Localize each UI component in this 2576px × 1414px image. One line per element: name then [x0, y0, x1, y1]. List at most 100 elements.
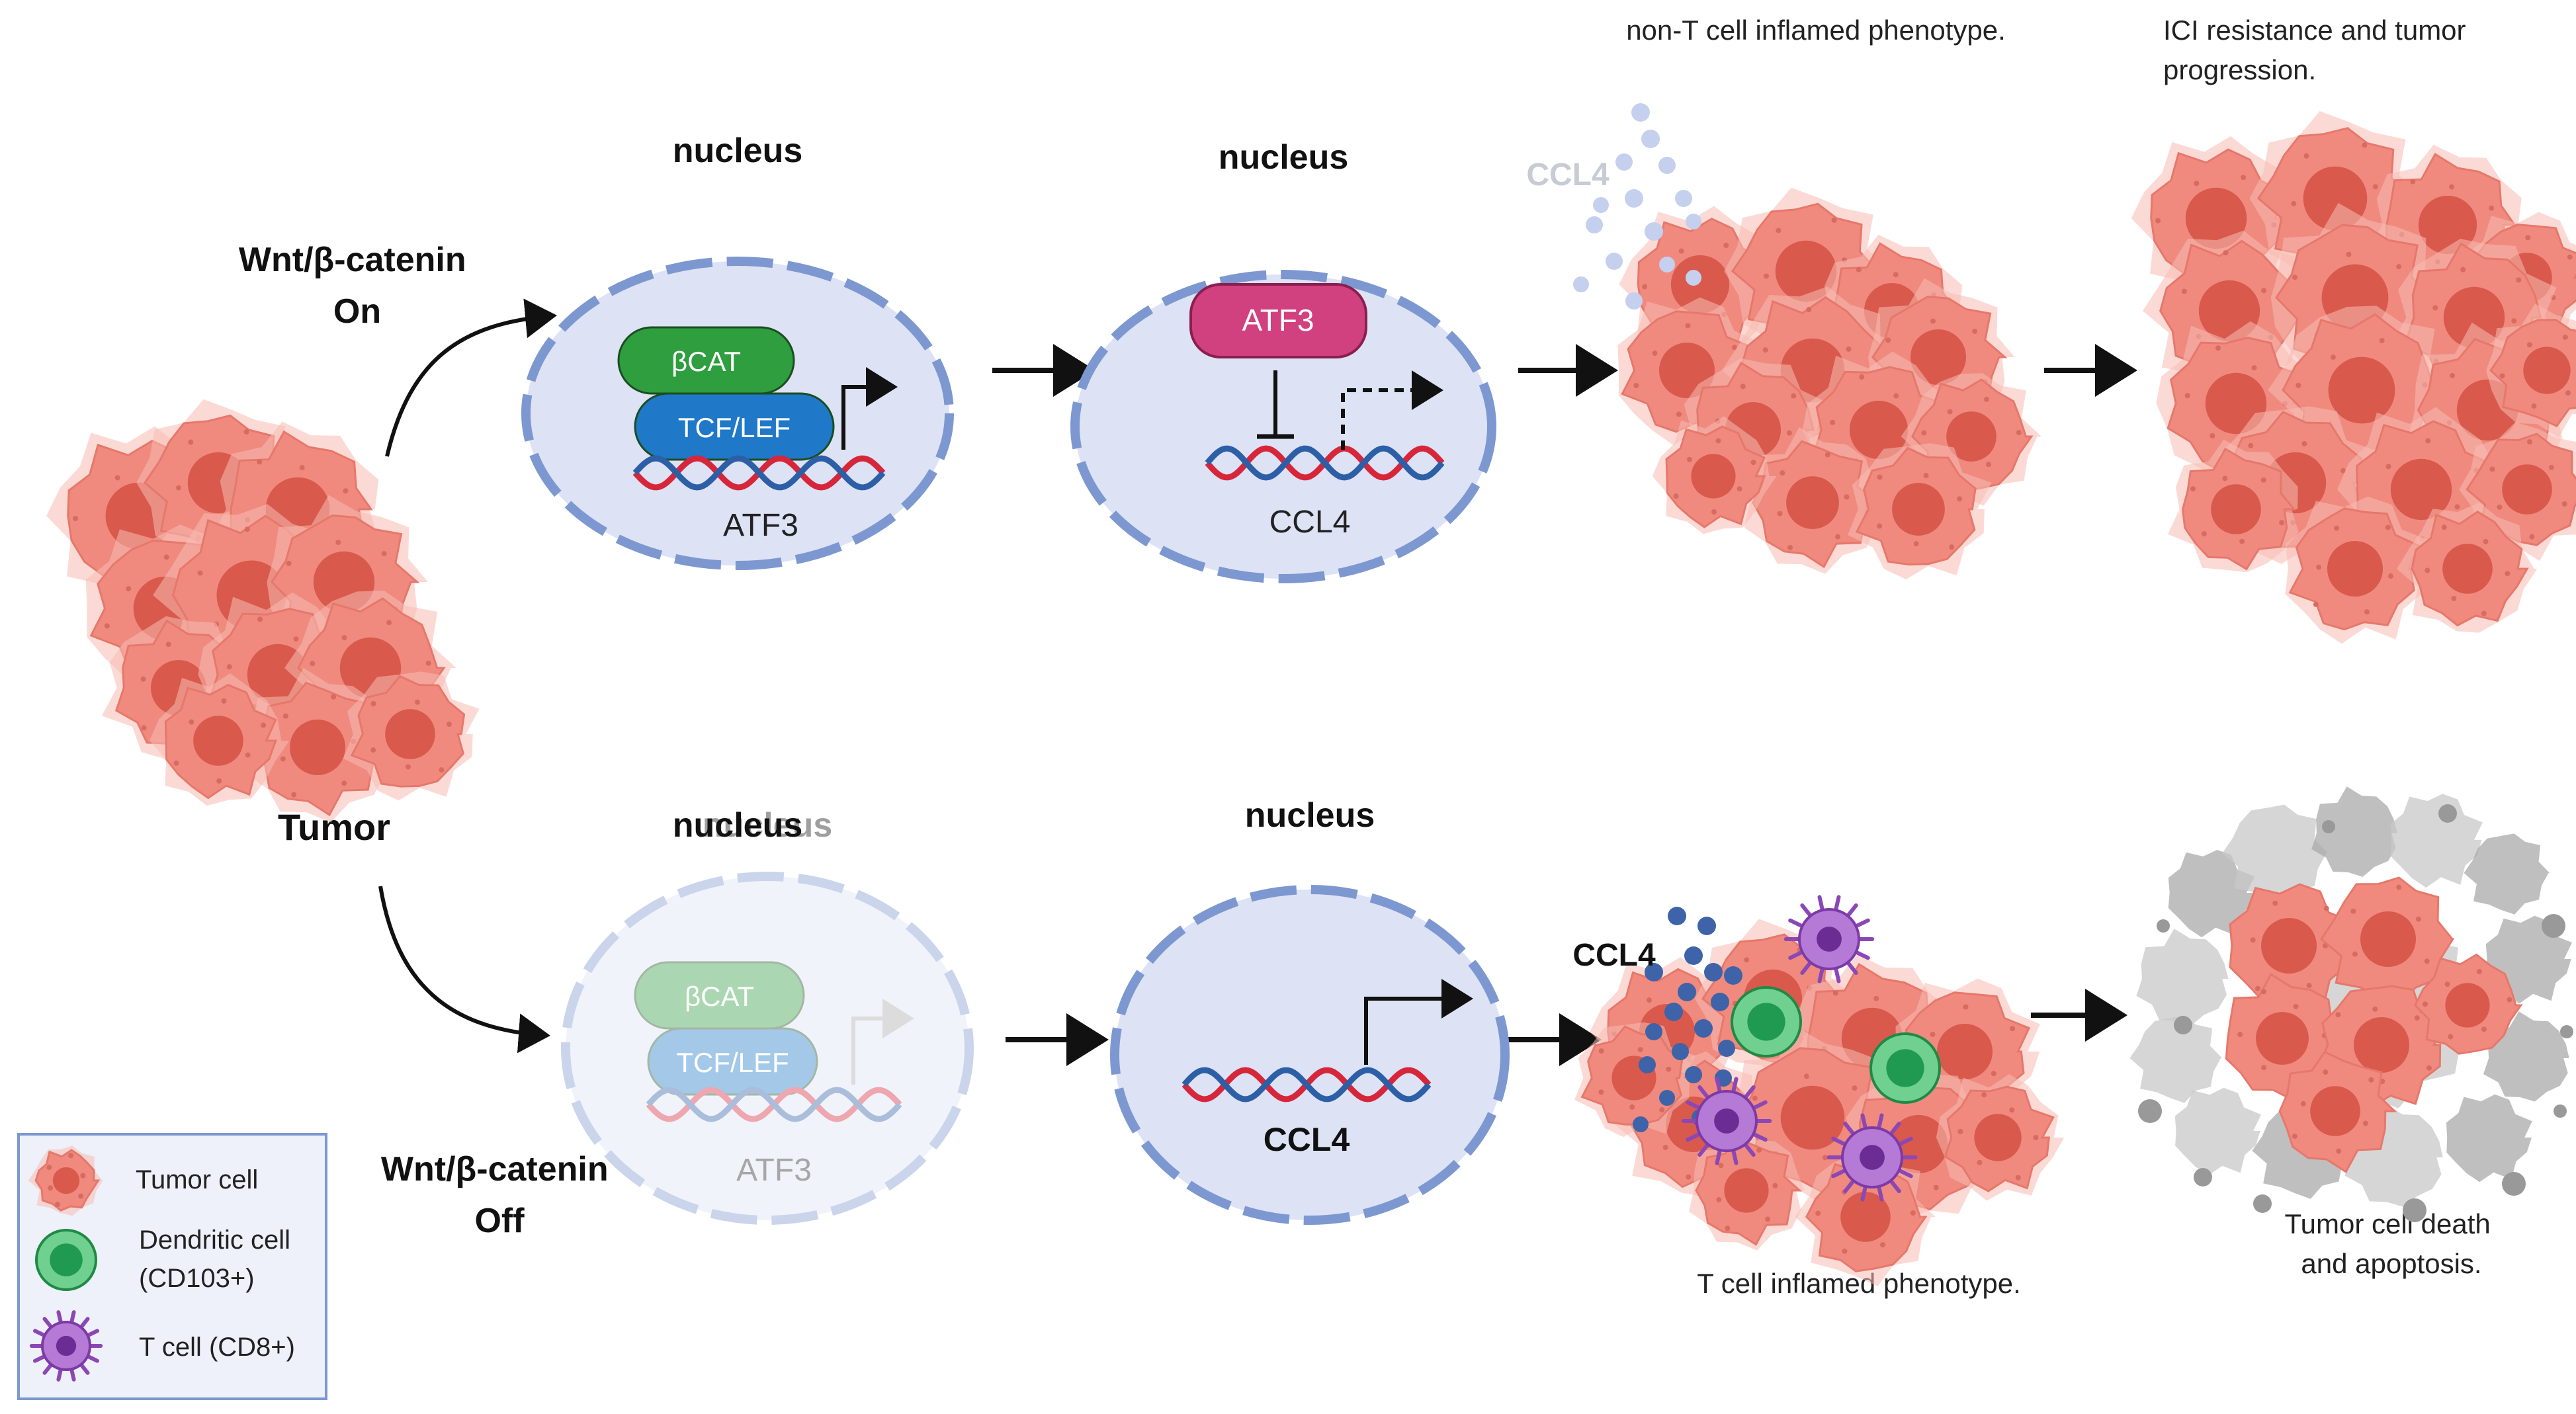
- tumor-cell-speck: [80, 1173, 86, 1179]
- ccl4-molecule: [1685, 1066, 1702, 1083]
- dead-cell-debris: [2136, 929, 2229, 1026]
- tumor-cell-speck: [2336, 1148, 2342, 1154]
- ccl4-molecule: [1633, 1116, 1649, 1132]
- tumor-cell-speck: [2476, 969, 2482, 975]
- tumor-cell-speck: [104, 623, 110, 629]
- ccl4-molecule: [1668, 907, 1686, 925]
- tumor-cell-speck: [1910, 1210, 1916, 1216]
- tumor-cell-speck: [2379, 338, 2385, 344]
- tumor-cell-speck: [2155, 218, 2161, 224]
- ccl4-molecule: [1664, 1003, 1683, 1021]
- dead-cell-debris: [2464, 833, 2550, 915]
- ccl4-molecule-faded: [1686, 214, 1701, 229]
- tumor-cell-speck: [2250, 937, 2256, 943]
- t-cell-nucleus: [1817, 927, 1842, 952]
- tumor-cell-speck: [370, 747, 376, 753]
- tumor-cell-speck: [2296, 382, 2301, 388]
- tumor-cell-speck: [2372, 184, 2378, 190]
- tumor-cell: [2413, 953, 2523, 1055]
- tumor-cell-speck: [2248, 442, 2254, 448]
- tumor-cell-speck: [1752, 1095, 1758, 1101]
- tumor-cell-nucleus: [290, 720, 345, 775]
- tumor-cell: [150, 673, 290, 806]
- tumor-cell-speck: [48, 1185, 54, 1191]
- atf3-gene-label: ATF3: [723, 508, 798, 543]
- tumor-cell-speck: [1991, 1071, 1996, 1077]
- tumor-cell-speck: [1776, 228, 1782, 233]
- tumor-cell-speck: [293, 636, 299, 642]
- tumor-cell-speck: [2222, 476, 2228, 481]
- tumor-cell-speck: [2350, 908, 2356, 914]
- tumor-cell-speck: [2505, 571, 2511, 577]
- tumor-cell-nucleus: [2443, 286, 2505, 349]
- tumor-cell-nucleus: [1849, 400, 1909, 460]
- tumor-cell-speck: [188, 439, 194, 445]
- tumor-cell-icon: [28, 1145, 103, 1216]
- tumor-cell-speck: [1846, 346, 1852, 352]
- tumor-cell-speck: [1716, 1197, 1722, 1203]
- tumor-cell-speck: [335, 540, 341, 546]
- tumor-cell: [28, 1145, 103, 1216]
- ccl4-molecule: [1645, 963, 1663, 981]
- tumor-cell-speck: [1762, 347, 1768, 353]
- tumor-cell: [2229, 883, 2355, 1011]
- ccl4-molecule-faded: [1645, 222, 1663, 241]
- tumor-cell-speck: [1633, 382, 1639, 388]
- tumor-cell-speck: [216, 778, 222, 784]
- tumor-cell-speck: [1765, 1216, 1771, 1222]
- tumor-cell-speck: [1835, 534, 1841, 540]
- tumor-cell-nucleus: [1840, 1192, 1891, 1242]
- tumor-cell-speck: [1744, 957, 1750, 963]
- ccl4-molecule: [1704, 963, 1723, 981]
- tumor-cell: [2168, 439, 2299, 573]
- tumor-cell-nucleus: [1892, 483, 1945, 536]
- dendritic-cell-icon: [35, 1229, 97, 1291]
- tumor-cell-speck: [1832, 990, 1838, 996]
- tumor-cell-speck: [257, 459, 263, 465]
- tumor-cell-speck: [341, 780, 347, 786]
- tumor-cell-nucleus: [1670, 255, 1730, 314]
- tumor-cell-speck: [2483, 538, 2489, 544]
- dead-cell-debris: [2129, 1015, 2223, 1103]
- tumor-cell-speck: [2423, 1001, 2428, 1007]
- debris-speck: [2253, 1194, 2272, 1213]
- tumor-cell-nucleus: [193, 716, 243, 766]
- tumor-cell-speck: [2340, 468, 2346, 474]
- tumor-cell-speck: [2529, 534, 2535, 540]
- tumor-cell-speck: [2261, 1065, 2267, 1071]
- dendritic-cell: [35, 1229, 97, 1291]
- tumor-cell-speck: [1740, 384, 1746, 390]
- debris-speck: [2138, 1099, 2162, 1123]
- debris-speck: [2542, 914, 2565, 938]
- tumor-cell: [1795, 1153, 1936, 1286]
- tumor-cell-speck: [1725, 1226, 1731, 1231]
- tumor-cell-speck: [1913, 541, 1919, 547]
- tumor-cell-nucleus: [1780, 1085, 1845, 1150]
- tumor-cell-speck: [2015, 1175, 2021, 1181]
- tumor-cell: [343, 671, 480, 801]
- tumor-cell-nucleus: [1786, 476, 1839, 529]
- tumor-cell-speck: [2241, 175, 2247, 181]
- ccl4-molecule: [1659, 1090, 1675, 1106]
- debris-speck: [2403, 1198, 2426, 1222]
- tumor-cell-speck: [439, 767, 445, 773]
- dendritic-cell: [1731, 986, 1802, 1058]
- debris-speck: [2560, 1025, 2573, 1038]
- tumor-cell-speck: [68, 1153, 74, 1159]
- tumor-cell-speck: [1686, 456, 1692, 462]
- tumor-cell-nucleus: [2445, 983, 2490, 1028]
- ccl4-molecule-faded: [1625, 292, 1643, 310]
- atf3-protein-label: ATF3: [1242, 303, 1314, 337]
- tumor-cell-speck: [1711, 509, 1717, 515]
- tumor-cell-speck: [2251, 365, 2257, 371]
- debris-speck: [2174, 1016, 2192, 1034]
- tumor-cell-speck: [2499, 373, 2505, 379]
- t-cell: [1783, 895, 1875, 983]
- dead-cell-debris: [2174, 1087, 2261, 1176]
- atf3-gene-label-faded: ATF3: [736, 1153, 812, 1188]
- tumor-cell-speck: [244, 526, 250, 532]
- tumor-cell-speck: [280, 756, 286, 762]
- tumor-cell-nucleus: [52, 1167, 80, 1194]
- tumor-cell-speck: [1750, 460, 1756, 466]
